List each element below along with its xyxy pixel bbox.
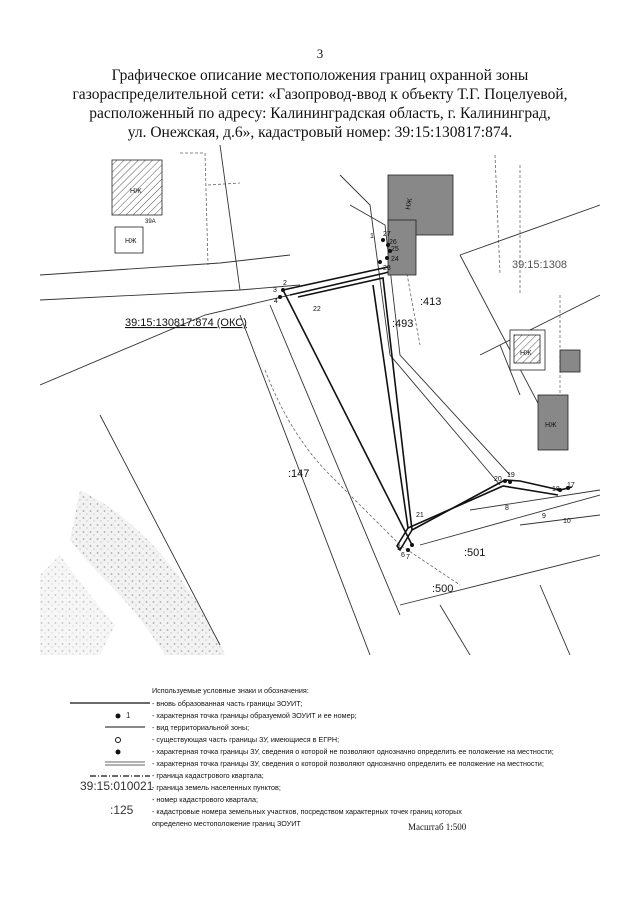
buildings xyxy=(111,159,581,451)
svg-text:25: 25 xyxy=(391,246,399,253)
svg-text:НЖ: НЖ xyxy=(405,197,414,210)
terrain-area xyxy=(70,490,225,655)
svg-text:2: 2 xyxy=(283,280,287,287)
zouit-boundary xyxy=(282,266,573,552)
svg-text:6: 6 xyxy=(401,552,405,559)
zone-type-line-icon xyxy=(105,726,145,728)
legend-title: Используемые условные знаки и обозначени… xyxy=(152,686,309,695)
title-line-4: ул. Онежская, д.6», кадастровый номер: 3… xyxy=(127,124,513,141)
filled-dot-icon xyxy=(115,749,121,755)
legend-row-char-point: 1 - характерная точка границы образуемой… xyxy=(70,710,610,722)
point-labels: 1 27 26 25 24 23 2 3 4 22 21 20 19 18 17… xyxy=(273,231,575,561)
svg-text:1: 1 xyxy=(370,233,374,240)
svg-text:9: 9 xyxy=(542,513,546,520)
svg-text:26: 26 xyxy=(389,239,397,246)
quarter-label: 39:15:1308 xyxy=(512,259,567,271)
new-boundary-line-icon xyxy=(70,702,150,704)
svg-text:19: 19 xyxy=(507,472,515,479)
document-title: Графическое описание местоположения гран… xyxy=(60,66,580,142)
svg-text:18: 18 xyxy=(552,486,560,493)
parcel-493-label: :493 xyxy=(392,318,413,330)
svg-text:4: 4 xyxy=(274,298,278,305)
svg-text:7: 7 xyxy=(406,554,410,561)
svg-text:НЖ: НЖ xyxy=(545,422,557,429)
title-line-2: газораспределительной сети: «Газопровод-… xyxy=(72,86,568,103)
oks-label: 39:15:130817:874 (ОКС) xyxy=(125,317,247,329)
svg-text:39А: 39А xyxy=(145,219,156,225)
svg-text:НЖ: НЖ xyxy=(125,238,137,245)
parcel-413-label: :413 xyxy=(420,296,441,308)
parcel-number-sample: :125 xyxy=(110,803,134,817)
parcel-501-label: :501 xyxy=(464,547,485,559)
dash-dot-line-icon xyxy=(90,775,150,777)
legend-row-quarter-boundary: - граница кадастрового квартала; xyxy=(70,770,610,782)
legend-row-parcel-numbers-cont: определено местоположение границ ЗОУИТ xyxy=(152,819,301,828)
legend-row-zone-type: - вид территориальной зоны; xyxy=(70,722,610,734)
svg-text:21: 21 xyxy=(416,512,424,519)
svg-text:17: 17 xyxy=(567,482,575,489)
svg-text:НЖ: НЖ xyxy=(520,350,532,357)
svg-text:5: 5 xyxy=(397,545,401,552)
svg-text:20: 20 xyxy=(494,476,502,483)
svg-text:НЖ: НЖ xyxy=(130,188,142,195)
hollow-circle-icon xyxy=(115,737,121,743)
title-line-1: Графическое описание местоположения гран… xyxy=(111,67,529,84)
legend-row-existing-boundary: - существующая часть границы ЗУ, имеющие… xyxy=(70,734,610,746)
parcel-500-label: :500 xyxy=(432,583,453,595)
parcel-147-label: :147 xyxy=(288,468,309,480)
legend-row-precise-point: - характерная точка границы ЗУ, сведения… xyxy=(70,758,610,770)
map-scale: Масштаб 1:500 xyxy=(408,822,467,832)
quarter-number-sample: 39:15:010021 xyxy=(80,779,154,793)
legend-row-imprecise-point: - характерная точка границы ЗУ, сведения… xyxy=(70,746,610,758)
char-point-icon xyxy=(115,713,121,719)
title-line-3: расположенный по адресу: Калининградская… xyxy=(89,105,551,122)
legend-row-quarter-number: - номер кадастрового квартала; xyxy=(152,795,258,804)
boundary-points xyxy=(278,238,570,552)
char-point-number: 1 xyxy=(126,711,131,720)
legend-row-parcel-numbers: :125 - кадастровые номера земельных учас… xyxy=(110,803,462,817)
legend-row-new-boundary: - вновь образованная часть границы ЗОУИТ… xyxy=(70,698,610,710)
svg-text:23: 23 xyxy=(383,265,391,272)
svg-text:24: 24 xyxy=(391,256,399,263)
svg-text:3: 3 xyxy=(273,287,277,294)
svg-text:10: 10 xyxy=(563,518,571,525)
cadastral-map: НЖ НЖ НЖ НЖ НЖ 39А 39:15:130817:874 (ОКС… xyxy=(40,145,600,655)
svg-text:22: 22 xyxy=(313,306,321,313)
page-number: 3 xyxy=(316,46,324,61)
svg-text:27: 27 xyxy=(383,231,391,238)
building-labels: НЖ НЖ НЖ НЖ НЖ 39А xyxy=(125,188,557,429)
legend-row-settlement-boundary: 39:15:010021 - граница земель населенных… xyxy=(80,779,281,793)
svg-text:8: 8 xyxy=(505,505,509,512)
double-line-icon xyxy=(105,761,145,766)
